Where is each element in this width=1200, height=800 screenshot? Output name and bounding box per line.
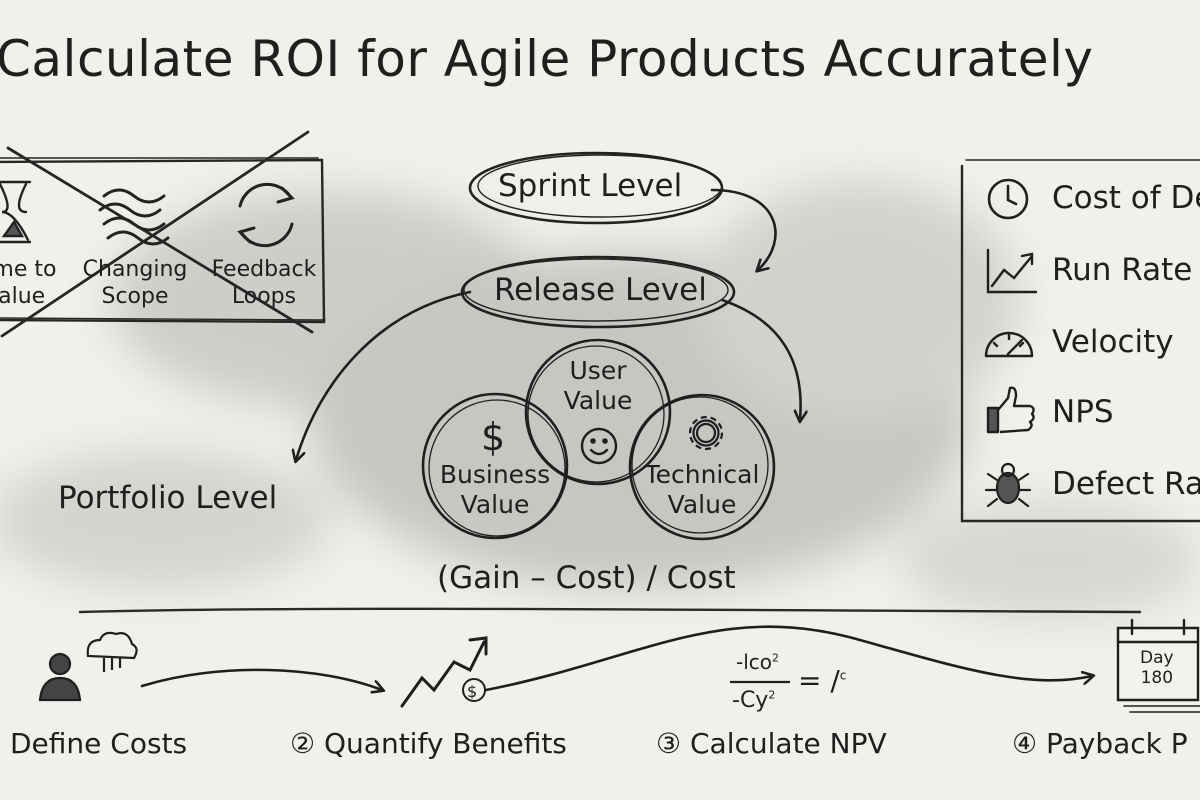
equation-numerator-sup: 2 [772, 651, 780, 665]
step-define-costs: Define Costs [10, 727, 188, 760]
business-value-line2: Value [460, 490, 530, 519]
growth-arrow-dollar-icon: $ [400, 636, 488, 708]
step-quantify-benefits: ② Quantify Benefits [290, 727, 567, 760]
challenge-label-line1: Time to [0, 257, 57, 282]
cycle-arrows-icon [237, 182, 295, 248]
hourglass-icon [0, 180, 32, 244]
sprint-level-label: Sprint Level [498, 168, 683, 204]
step-calculate-npv: ③ Calculate NPV [656, 727, 887, 760]
challenge-label-line2: Scope [101, 284, 169, 309]
user-value-line1: User [569, 356, 627, 385]
venn-circles [421, 338, 776, 541]
equation-denominator-sup: 2 [768, 688, 776, 702]
svg-text:$: $ [481, 415, 505, 459]
metric-run-rate: Run Rate [1052, 252, 1193, 288]
user-value-label: User Value [548, 356, 648, 416]
challenge-feedback-loops: Feedback Loops [208, 256, 320, 310]
speedometer-icon [984, 331, 1034, 358]
roi-formula: (Gain – Cost) / Cost [437, 560, 736, 596]
metric-nps: NPS [1052, 394, 1114, 430]
business-value-label: Business Value [430, 460, 560, 520]
equation-numerator-text: -lco [736, 650, 773, 674]
clock-icon [987, 178, 1029, 220]
technical-value-line2: Value [667, 490, 737, 519]
section-divider [78, 607, 1142, 614]
metric-cost-of-delay: Cost of De [1052, 180, 1200, 216]
challenge-changing-scope: Changing Scope [80, 256, 190, 310]
technical-value-line1: Technical [644, 460, 760, 489]
waves-icon [98, 188, 170, 246]
gear-icon [688, 415, 724, 451]
step-payback-period: ④ Payback P [1012, 727, 1188, 760]
equation-numerator: -lco2 [736, 650, 779, 674]
challenges-box [0, 130, 326, 338]
watercolor-wash [0, 180, 1200, 620]
process-arrows [140, 625, 1092, 690]
equation-denominator: -Cy2 [732, 688, 775, 713]
business-value-line1: Business [439, 460, 551, 489]
calendar-line1: Day [1140, 648, 1174, 668]
dollar-icon: $ [481, 415, 505, 459]
metric-velocity: Velocity [1052, 324, 1174, 360]
metrics-box [960, 159, 1200, 523]
metric-defect-rate: Defect Ra [1052, 466, 1200, 502]
page-title: Calculate ROI for Agile Products Accurat… [0, 30, 1094, 88]
portfolio-level-label: Portfolio Level [58, 480, 278, 516]
challenge-label-line1: Feedback [211, 257, 317, 282]
svg-text:$: $ [467, 682, 477, 701]
equation-rhs-sup: c [839, 668, 847, 683]
person-cloud-icon [38, 631, 138, 702]
trend-chart-icon [986, 248, 1038, 294]
smiley-icon [580, 427, 618, 465]
challenge-label-line2: Loops [231, 284, 297, 309]
equation-rhs: = /c [798, 664, 846, 697]
challenge-label-line1: Changing [82, 257, 188, 282]
challenge-label-line2: Value [0, 284, 46, 309]
calendar-icon [1116, 618, 1200, 713]
user-value-line2: Value [563, 386, 633, 415]
level-ellipses [460, 151, 736, 329]
technical-value-label: Technical Value [636, 460, 768, 520]
calendar-line2: 180 [1140, 668, 1174, 688]
bug-icon [984, 462, 1032, 508]
equation-rhs-text: = / [798, 664, 840, 697]
equation-denominator-text: -Cy [732, 688, 769, 713]
calendar-text: Day 180 [1140, 648, 1174, 688]
level-arrows [296, 188, 801, 460]
release-level-label: Release Level [494, 272, 707, 308]
thumbs-up-icon [986, 386, 1035, 434]
challenge-time-to-value: Time to Value [0, 256, 60, 310]
